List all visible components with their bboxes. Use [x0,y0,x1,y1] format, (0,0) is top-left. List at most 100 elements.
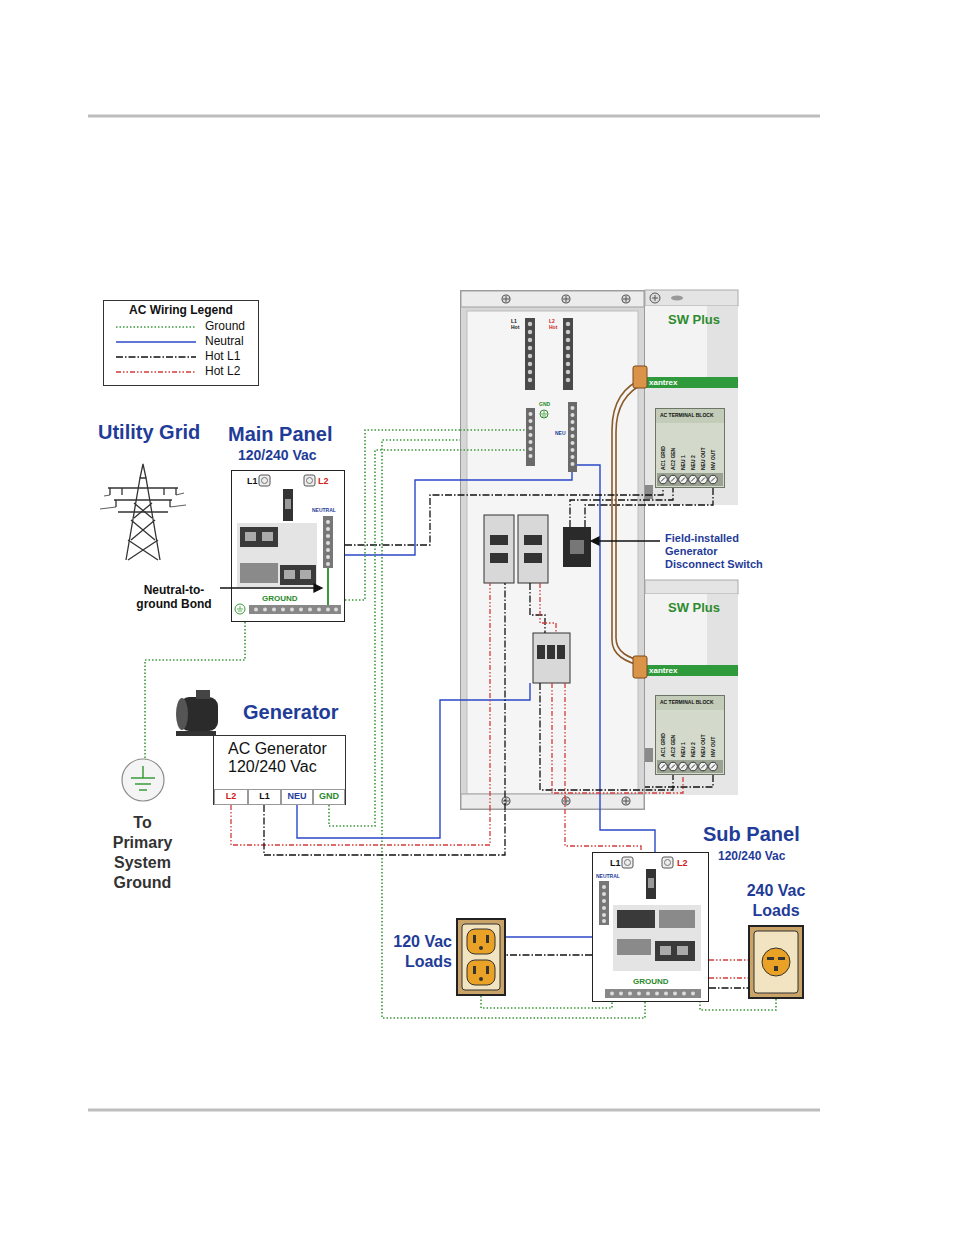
leader-arrow [598,540,660,541]
enclosure-art [490,535,508,545]
node-label-slot: Generator [243,700,339,724]
panel-art [327,568,329,605]
panel-art [664,992,668,996]
enclosure-wiring [460,430,683,852]
node-label: AC1 GRID [660,446,666,470]
wire-connector [645,488,713,505]
ground-wiring [700,999,776,1010]
power-tower [110,488,176,507]
wire-connector [645,775,713,787]
enclosure-wiring [530,583,545,633]
node-label: AC TERMINAL BLOCK [660,412,714,418]
enclosure-art [529,433,533,437]
annotation-label-slot: Utility Grid [98,420,200,444]
enclosure-wiring [565,683,641,852]
outlet-art [467,929,495,954]
panel-art [326,608,330,612]
panel-art [281,608,285,612]
panel-art [622,857,633,868]
enclosure-art [571,455,575,459]
power-tower [108,488,178,512]
node-label: 120 Vac Loads [390,932,452,972]
panel-art [240,527,278,547]
panel-art [602,899,606,903]
panel-art [263,608,267,612]
inverter-art [645,676,738,795]
panel-art [599,881,609,925]
panel-art [283,489,293,521]
enclosure-art [541,411,547,416]
generator-motor [196,690,210,699]
node-label-slot: L1 [247,476,258,487]
panel-art [326,520,330,566]
inverter-art [652,295,658,301]
enclosure-art [571,434,575,438]
generator-terminal: NEU [281,789,313,805]
node-label-slot: NEU OUT [700,757,723,763]
panel-art [691,992,695,996]
panel-art [307,478,313,484]
enclosure-art [528,370,532,374]
legend-sample [114,337,198,347]
page-rule [88,1109,820,1112]
outlet-art [762,948,790,976]
enclosure-art [528,346,532,350]
wire-connector [297,700,460,838]
panel-art [605,989,701,998]
panel-art [617,910,655,928]
node-label: L2 [318,476,329,487]
wire-connector [600,810,655,852]
page-rule [88,116,820,1110]
enclosure-art [529,454,533,458]
enclosure-art [563,527,591,567]
node-label: AC TERMINAL BLOCK [660,699,714,705]
node-label: L1 [610,858,621,869]
node-label-slot: NEU 2 [690,470,705,476]
node-label: L2 [215,791,247,802]
node-label-slot: GND [314,791,344,802]
enclosure-art [571,413,575,417]
node-label: GND [539,401,550,407]
node-label-slot: AC1 GRID [660,757,684,763]
enclosure-art [566,370,570,374]
page-rule [88,115,820,118]
inverter-art [645,388,738,505]
enclosure-art [571,448,575,452]
power-tower [128,503,158,560]
node-label: INV OUT [710,737,716,757]
node-label: L2 Hot [549,318,561,330]
inverter-unit: SW Plusxantrex AC TERMINAL BLOCKAC1 GRID… [645,580,738,795]
main-panel: Main Panel120/240 VacL1L2NEUTRALGROUND [231,470,345,622]
enclosure-art [571,420,575,424]
leader-arrow [314,584,322,592]
panel-art [323,516,333,568]
outlet-art [473,935,476,943]
enclosure-art [502,295,630,805]
legend-line [116,356,196,357]
panel-art [326,541,330,545]
enclosure-art [529,426,533,430]
panel-art [602,885,606,923]
inverter-art [645,377,738,388]
generator-motor [176,698,188,730]
leader-arrow [220,537,660,592]
node-label-slot: L1 [610,858,621,869]
node-label: xantrex [649,377,677,388]
outlet-art [486,966,489,974]
panel-art [280,565,316,585]
node-label: NEU [555,430,566,436]
outlet-art [486,935,489,943]
node-label-slot: NEU [282,791,312,802]
ground-wiring [145,440,776,1018]
panel-art [648,878,654,888]
panel-art [602,885,606,889]
inverter-art [671,296,683,301]
panel-art [610,992,695,996]
node-label-slot: L2 [318,476,329,487]
enclosure-wiring [577,465,600,810]
legend-sample [114,322,198,332]
outlet-art [774,966,778,971]
terminal-art [659,475,718,484]
wire-connector [345,480,460,555]
